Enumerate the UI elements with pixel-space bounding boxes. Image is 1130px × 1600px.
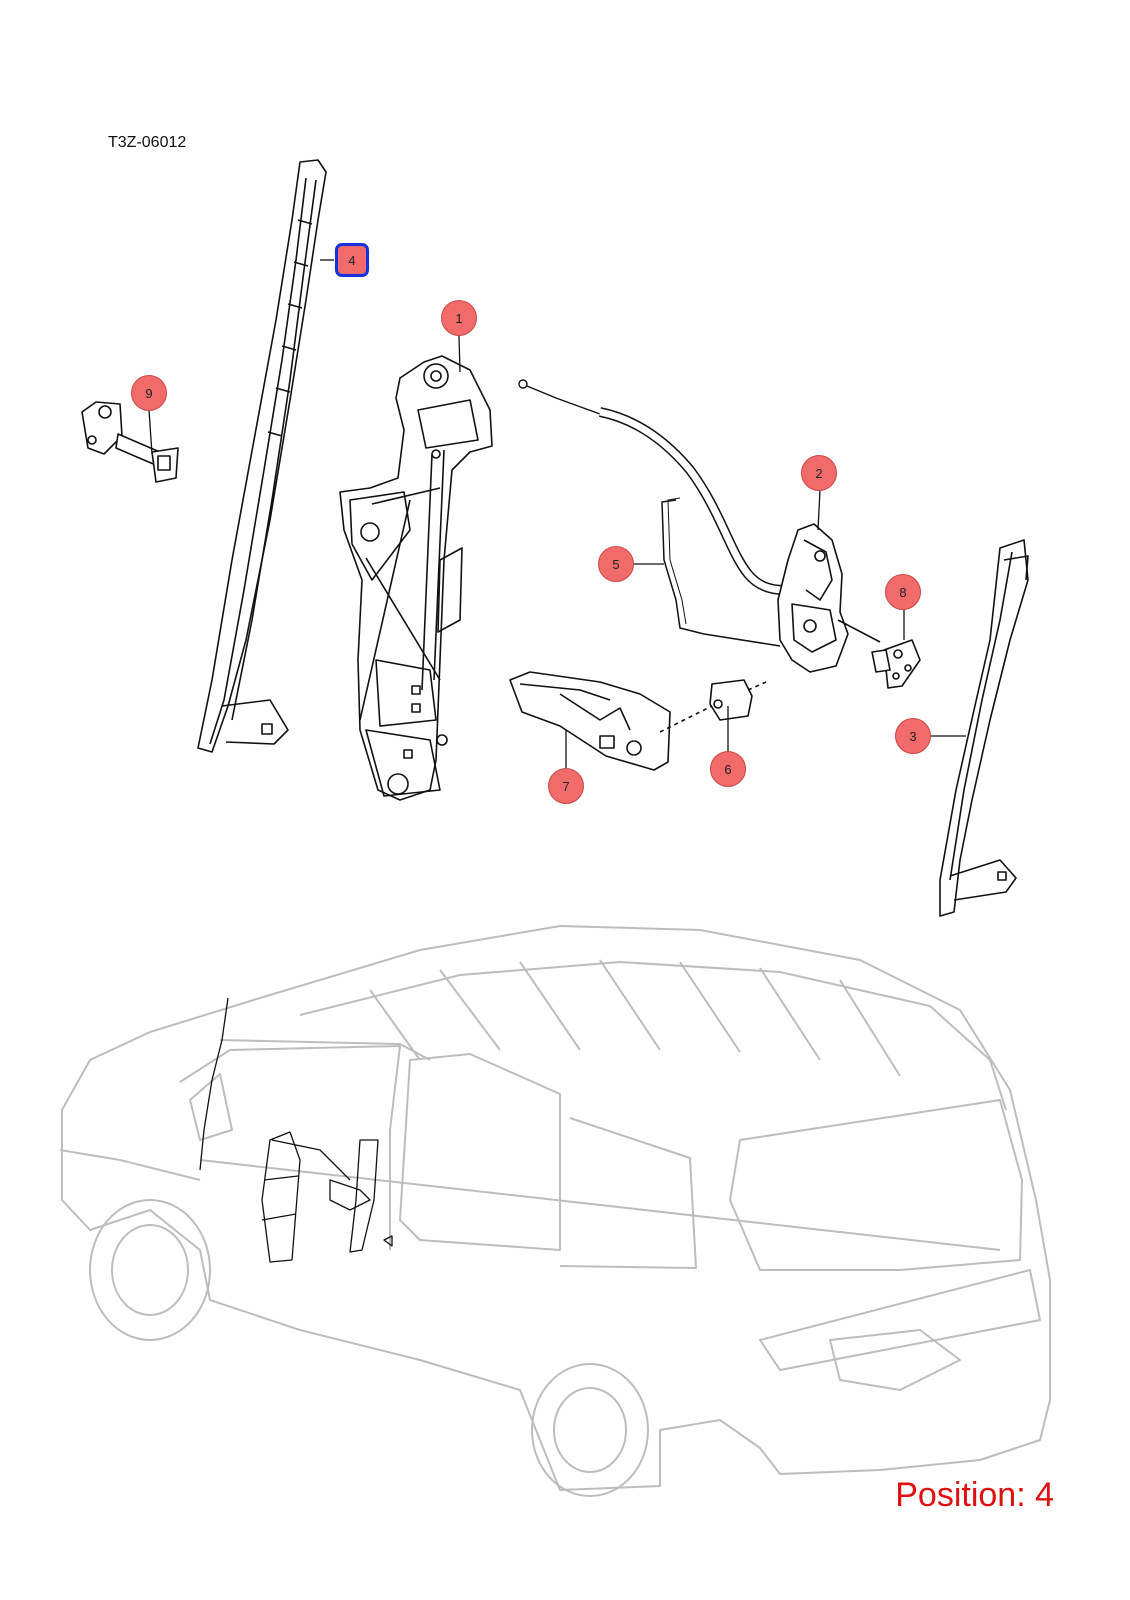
callout-2[interactable]: 2 xyxy=(801,455,837,491)
callout-7[interactable]: 7 xyxy=(548,768,584,804)
callout-9[interactable]: 9 xyxy=(131,375,167,411)
callout-8[interactable]: 8 xyxy=(885,574,921,610)
diagram-reference-code: T3Z-06012 xyxy=(108,134,187,151)
part-9-door-check xyxy=(81,401,179,483)
callout-3[interactable]: 3 xyxy=(895,718,931,754)
part-1-window-regulator xyxy=(339,355,493,801)
part-5-lock-rod xyxy=(661,497,781,647)
callout-6[interactable]: 6 xyxy=(710,751,746,787)
vehicle-illustration xyxy=(59,925,1051,1497)
callout-1[interactable]: 1 xyxy=(441,300,477,336)
part-6-lock-cylinder xyxy=(659,679,767,733)
lock-release-cable xyxy=(518,379,785,595)
part-8-striker xyxy=(871,639,921,689)
callout-5[interactable]: 5 xyxy=(598,546,634,582)
part-4-front-glass-channel xyxy=(197,159,327,753)
vehicle-door-mechanism xyxy=(199,997,393,1263)
part-7-outside-handle xyxy=(509,671,671,771)
callout-4-selected[interactable]: 4 xyxy=(335,243,369,277)
position-label: Position: 4 xyxy=(895,1476,1054,1514)
part-2-door-latch xyxy=(777,523,881,673)
leader-lines xyxy=(148,259,966,768)
part-3-rear-glass-channel xyxy=(939,539,1029,917)
